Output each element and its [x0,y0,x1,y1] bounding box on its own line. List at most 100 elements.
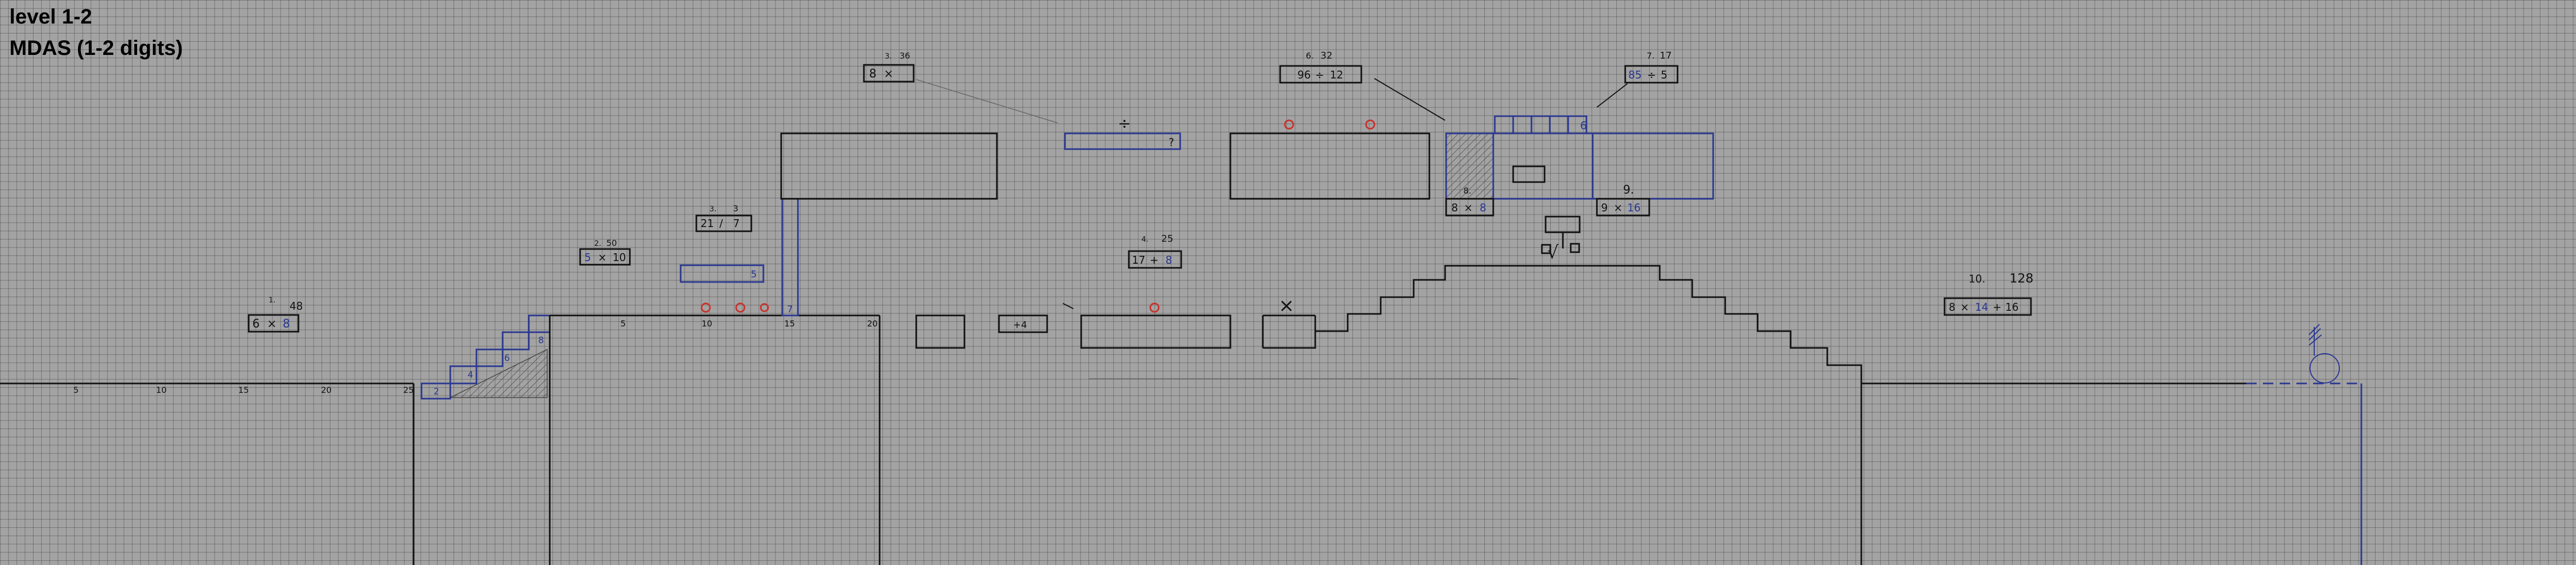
puzzle-6-arrow [1374,78,1446,121]
puzzle-7-op: ÷ [1647,69,1656,81]
stair-label-8: 8 [538,335,544,346]
puzzle-8-tag: 8. [1463,186,1471,196]
big-box-left [780,132,998,200]
puzzle-2: 2. 50 5 × 10 [579,238,631,266]
stair-label-6: 6 [504,353,510,364]
puzzle-2-tag: 2. [594,240,601,248]
puzzle-2-a: 5 [584,251,591,264]
puzzle-2-op: × [598,251,607,264]
stair-label-2: 2 [434,387,439,397]
raised-platform: 5 10 15 20 [549,314,881,565]
puzzle-8: 8. 8 × 8 [1445,186,1494,217]
castle-cluster: 6 [1445,115,1714,248]
plus-block: +4 [998,314,1048,333]
puzzle-7-b: 5 [1661,69,1668,81]
divide-platform: ÷ ? [1064,115,1181,150]
left-ground [0,382,415,565]
puzzle-3-answer: 3 [733,204,738,213]
puzzle-10-op1: × [1960,301,1969,313]
ground-ruler: 5 10 15 20 25 [73,385,414,395]
puzzle-1-tag: 1. [269,296,275,304]
puzzle-6-tag: 6. [1306,51,1314,61]
puzzle-10-answer: 128 [2009,271,2034,286]
puzzle-6-a: 96 [1297,69,1311,81]
ruler-tick-5: 5 [73,385,79,395]
goal-flag [2246,324,2362,565]
puzzle-10: 10. 128 8 × 14 + 16 [1944,271,2034,316]
block-5-label: 5 [751,269,757,280]
puzzle-1: 1. 48 6 × 8 [248,296,303,333]
puzzle-7-answer: 17 [1660,50,1672,61]
puzzle-2-answer: 50 [606,238,617,248]
ruler-tick-25: 25 [403,385,414,395]
platform-tick-10: 10 [702,319,712,329]
platform-tick-5: 5 [620,319,626,329]
puzzle-10-a: 8 [1949,301,1956,313]
red-coins-platform [701,302,746,313]
puzzle-4-a: 8 [869,67,876,81]
puzzle-10-op2: + [1993,301,2002,313]
puzzle-10-tag: 10. [1969,273,1985,285]
puzzle-8-b: 8 [1480,201,1486,214]
long-platform-red [1080,302,1231,349]
puzzle-7-tag: 7. [1647,51,1655,61]
puzzle-5-tag: 4. [1141,235,1148,244]
big-box-center [1229,119,1430,200]
float-block-a [915,314,965,349]
puzzle-3-tag: 3. [709,205,716,213]
x-mark: × [1279,295,1294,317]
puzzle-10-c: 16 [2005,301,2018,313]
puzzle-6-op: ÷ [1315,69,1324,81]
puzzle-8-op: × [1464,201,1473,214]
puzzle-9-tag: 9. [1623,184,1634,197]
puzzle-1-answer: 48 [290,300,303,312]
level-title: level 1-2 [9,5,92,28]
puzzle-3: 3. 3 21 / 7 [695,204,752,232]
puzzle-4-op: × [884,67,893,81]
puzzle-4: 3. 36 8 × [863,51,915,83]
puzzle-1-b: 8 [283,318,290,331]
platform-tick-15: 15 [784,319,795,329]
question-mark: ? [1169,136,1174,149]
sqrt-trap: √ [1541,242,1580,263]
puzzle-9-a: 9 [1601,201,1608,214]
puzzle-5-answer: 25 [1161,233,1173,244]
puzzle-6: 6. 32 96 ÷ 12 [1279,50,1362,84]
puzzle-8-a: 8 [1451,201,1458,214]
level-topic: MDAS (1-2 digits) [9,37,183,60]
pillar-7-label: 7 [787,304,793,315]
plus-block-label: +4 [1013,320,1027,331]
divide-symbol: ÷ [1118,115,1131,133]
pillar-7: 7 [781,198,799,317]
puzzle-5-a: 17 [1132,254,1145,266]
puzzle-1-a: 6 [252,318,260,331]
block-5: 5 [680,264,764,283]
puzzle-1-op: × [267,318,276,331]
puzzle-4-tag: 3. [885,52,892,61]
puzzle-6-b: 12 [1330,69,1343,81]
puzzle-9-op: × [1614,201,1623,214]
puzzle-3-a: 21 [701,217,714,230]
ruler-tick-15: 15 [238,385,249,395]
puzzle-9: 9. 9 × 16 [1596,184,1650,217]
puzzle-2-b: 10 [613,251,626,264]
castle-gate-6: 6 [1580,119,1587,132]
puzzle-5: 4. 25 17 + 8 [1128,233,1182,269]
puzzle-10-b: 14 [1975,301,1988,313]
puzzle-3-b: 7 [733,217,740,230]
puzzle-5-op: + [1150,254,1159,266]
puzzle-4-arrow [916,79,1058,123]
puzzle-3-op: / [719,217,723,230]
ruler-tick-10: 10 [156,385,166,395]
puzzle-7-arrow [1596,83,1628,108]
left-stairs: 2 4 6 8 [420,314,551,400]
mound-stairs [1262,265,2246,565]
ruler-tick-20: 20 [321,385,331,395]
puzzle-4-answer: 36 [900,51,910,61]
puzzle-6-answer: 32 [1320,50,1333,61]
arrow-to-plus [1062,303,1074,309]
puzzle-5-b: 8 [1165,254,1172,266]
stair-label-4: 4 [468,370,473,380]
puzzle-9-b: 16 [1627,201,1640,214]
